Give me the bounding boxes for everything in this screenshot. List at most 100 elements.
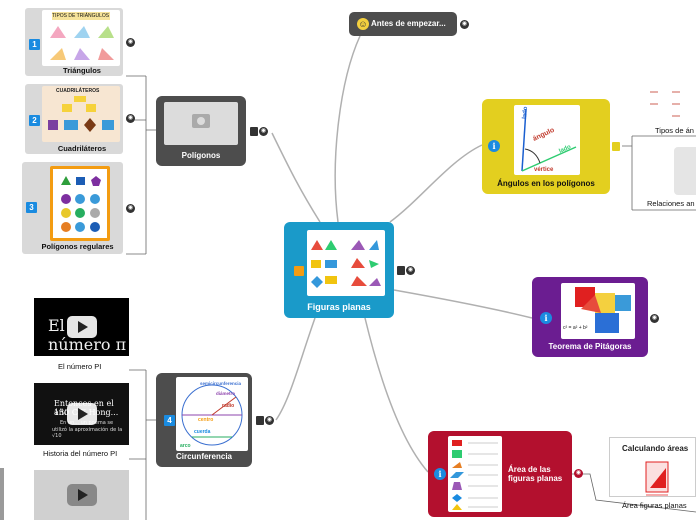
angulos-image: lado ángulo lado vértice	[514, 105, 580, 175]
cuadrilateros-image-title: CUADRILÁTEROS	[56, 88, 100, 94]
pitagoras-info-icon[interactable]: i	[540, 312, 552, 324]
relaciones-angulos-image	[674, 147, 696, 195]
poligonos-regulares-link-icon[interactable]: ◉	[126, 204, 135, 213]
central-note-icon[interactable]	[397, 266, 405, 275]
connector-central-intro	[334, 35, 361, 223]
video-historia-line4: utilizó la aproximación de la √10	[52, 427, 123, 439]
tipos-angulos-label[interactable]: Tipos de án	[655, 126, 694, 135]
angulos-title: Ángulos en los polígonos	[497, 179, 595, 188]
tipos-angulos-image	[646, 82, 696, 122]
pitagoras-formula: c² = a² + b²	[563, 325, 588, 331]
circ-label-semicirc: semicircunferencia	[200, 381, 242, 386]
circ-label-radio: radio	[222, 403, 234, 409]
area-info-icon[interactable]: i	[434, 468, 446, 480]
area-image	[448, 436, 502, 512]
angulos-note-icon[interactable]	[612, 142, 620, 151]
circ-label-arco: arco	[180, 443, 191, 449]
badge-1: 1	[29, 39, 40, 50]
connector-central-poligonos	[271, 132, 321, 223]
circ-label-cuerda: cuerda	[194, 429, 211, 435]
angulos-label-vertice: vértice	[534, 167, 554, 173]
intro-link-icon[interactable]: ◉	[460, 20, 469, 29]
angulos-label-angulo: ángulo	[532, 127, 556, 143]
play-icon[interactable]	[66, 316, 97, 338]
leaf-poligonos-regulares-label: Polígonos regulares	[41, 242, 114, 251]
left-edge-panel	[0, 468, 4, 520]
pitagoras-link-icon[interactable]: ◉	[650, 314, 659, 323]
badge-3: 3	[26, 202, 37, 213]
connector-central-angulos	[389, 144, 483, 223]
leaf-cuadrilateros-label: Cuadriláteros	[57, 144, 107, 153]
angulos-label-lado2: lado	[558, 144, 572, 155]
triangulos-image: TIPOS DE TRIÁNGULOS	[42, 10, 120, 66]
poligonos-node[interactable]: Polígonos	[156, 96, 246, 166]
play-icon[interactable]	[66, 484, 97, 506]
triangulos-shapes	[50, 26, 114, 60]
video-historia-pi[interactable]: Entonces en el año 130 C.E Hong... En un…	[34, 383, 129, 445]
circ-label-diametro: diámetro	[216, 391, 235, 396]
pitagoras-title: Teorema de Pitágoras	[548, 342, 632, 351]
area-figuras-image-title: Calculando áreas	[622, 444, 689, 453]
area-title-line2: figuras planas	[508, 474, 563, 483]
camera-lens-icon	[197, 117, 205, 125]
video-historia-pi-label: Historia del número PI	[43, 449, 118, 458]
central-check-icon	[294, 266, 304, 276]
poligonos-note-icon[interactable]	[250, 127, 258, 136]
area-figuras-label[interactable]: Área figuras planas	[622, 501, 687, 510]
circunferencia-link-icon[interactable]: ◉	[265, 416, 274, 425]
poligonos-regulares-image	[50, 166, 110, 241]
poligonos-regulares-shapes	[61, 176, 101, 232]
tipos-angulos-lines	[650, 91, 680, 117]
video-3[interactable]	[34, 470, 129, 520]
circ-label-centro: centro	[198, 417, 213, 423]
circunferencia-node[interactable]: semicircunferencia radio centro cuerda a…	[156, 373, 252, 467]
smiley-icon: ☺	[357, 18, 369, 30]
leaf-poligonos-regulares[interactable]: 3 Polígonos regulares	[22, 162, 123, 254]
area-shapes	[450, 440, 498, 510]
connector-central-pitagoras	[393, 289, 533, 319]
play-icon[interactable]	[66, 403, 97, 425]
angulos-info-icon[interactable]: i	[488, 140, 500, 152]
badge-2: 2	[29, 115, 40, 126]
angulos-diagram: lado ángulo lado vértice	[521, 106, 577, 173]
area-figuras-diagram	[645, 461, 669, 496]
cuadrilateros-image: CUADRILÁTEROS	[42, 86, 120, 142]
triangulos-link-icon[interactable]: ◉	[126, 38, 135, 47]
angulos-label-lado1: lado	[522, 106, 529, 119]
poligonos-title: Polígonos	[181, 151, 221, 160]
cuadrilateros-link-icon[interactable]: ◉	[126, 114, 135, 123]
pitagoras-image: c² = a² + b²	[561, 283, 635, 339]
area-link-icon[interactable]: ◉	[574, 469, 583, 478]
central-thumbnail-shapes	[311, 240, 381, 288]
central-link-icon[interactable]: ◉	[406, 266, 415, 275]
triangulos-image-title: TIPOS DE TRIÁNGULOS	[52, 12, 110, 20]
central-title: Figuras planas	[307, 302, 371, 312]
relaciones-angulos-label[interactable]: Relaciones an	[647, 199, 695, 208]
intro-node[interactable]: ☺ Antes de empezar...	[349, 12, 457, 36]
intro-title: Antes de empezar...	[371, 19, 446, 28]
badge-4: 4	[164, 415, 175, 426]
central-node[interactable]: Figuras planas	[284, 222, 394, 318]
poligonos-link-icon[interactable]: ◉	[259, 127, 268, 136]
leaf-triangulos[interactable]: TIPOS DE TRIÁNGULOS 1 Triángulos	[25, 8, 123, 76]
area-title-line1: Área de las	[508, 465, 551, 474]
circunferencia-note-icon[interactable]	[256, 416, 264, 425]
area-figuras-image[interactable]: Calculando áreas	[609, 437, 696, 497]
central-thumbnail	[307, 230, 385, 296]
bracket-circunferencia	[129, 369, 156, 520]
video-numero-pi-label: El número PI	[58, 362, 102, 371]
circunferencia-title: Circunferencia	[175, 452, 233, 461]
bracket-angulos	[622, 135, 696, 211]
angulos-node[interactable]: lado ángulo lado vértice i Ángulos en lo…	[482, 99, 610, 194]
connector-central-circunferencia	[275, 317, 316, 421]
area-node[interactable]: i Área de las figuras planas	[428, 431, 572, 517]
poligonos-thumbnail	[164, 102, 238, 145]
leaf-triangulos-label: Triángulos	[63, 66, 101, 75]
pitagoras-node[interactable]: c² = a² + b² i Teorema de Pitágoras	[532, 277, 648, 357]
leaf-cuadrilateros[interactable]: CUADRILÁTEROS 2 Cuadriláteros	[25, 84, 123, 154]
bracket-poligonos	[126, 75, 156, 255]
circunferencia-image: semicircunferencia radio centro cuerda a…	[176, 377, 248, 451]
video-numero-pi[interactable]: El número π	[34, 298, 129, 356]
